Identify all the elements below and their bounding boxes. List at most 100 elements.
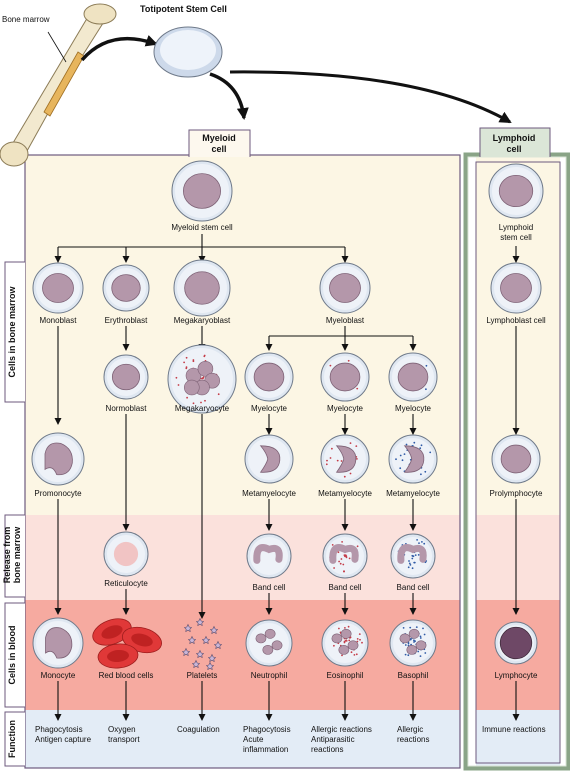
cell-basophil-granule [407, 642, 410, 645]
cell-megakaryoblast [173, 259, 231, 317]
cell-eosinophil-granule [344, 627, 346, 629]
cell-metamyelocyte-2-granule [325, 463, 328, 466]
cell-basophil-granule [404, 644, 407, 646]
band-release-lymphoid [476, 515, 560, 600]
bone-head-top [83, 3, 117, 25]
cell-basophil-granule [419, 655, 422, 657]
cell-monoblast-nucleus [42, 273, 74, 303]
cell-band-2-granule [339, 562, 342, 565]
band-function-myeloid [25, 710, 460, 768]
cell-monoblast [32, 262, 84, 314]
cell-band-3-granule [413, 561, 416, 564]
label-lymphocyte: Lymphocyte [494, 671, 538, 680]
platelet-5 [213, 640, 223, 650]
bone-marrow-pointer [47, 31, 67, 63]
cell-band-2-granule [356, 545, 359, 548]
cell-totipotent-stem [153, 26, 223, 78]
cell-basophil-lobe-1 [408, 628, 420, 639]
cell-metamyelocyte-3-granule [401, 459, 404, 462]
cell-metamyelocyte-2-granule [326, 459, 328, 462]
cell-megakaryocyte-lobe-4 [184, 379, 200, 396]
cell-metamyelocyte-3-granule [403, 453, 406, 455]
cell-band-2-granule [344, 555, 347, 557]
cell-metamyelocyte-3-granule [395, 458, 397, 461]
cell-band-3-nucleus [397, 544, 427, 564]
cell-eosinophil-granule [353, 654, 356, 656]
band-blood-myeloid [25, 600, 460, 710]
cell-myelocyte-2 [320, 352, 370, 402]
cell-myelocyte-2-granule [329, 364, 332, 367]
cell-basophil-cytoplasm [393, 623, 433, 663]
platelet-1 [195, 617, 205, 627]
cell-myelocyte-1-nucleus [253, 362, 285, 392]
cell-band-3-granule [421, 541, 423, 543]
cell-megakaryocyte-granule [185, 366, 188, 369]
cell-band-3-granule [417, 554, 420, 556]
cell-megakaryocyte-granule [175, 376, 178, 379]
row-label-release-from-bone-marrow: Release from bone marrow [2, 526, 22, 584]
platelet-6 [181, 647, 191, 657]
cell-myeloid-stem [171, 160, 233, 222]
function-eosinophil: Allergic reactions Antiparasitic reactio… [311, 725, 372, 754]
label-myelocyte-2: Myelocyte [326, 404, 364, 413]
cell-neutrophil-lobe-1 [264, 628, 276, 639]
cell-eosinophil-granule [350, 651, 353, 654]
lymphoid-tab [479, 127, 551, 157]
platelet-4 [201, 635, 211, 645]
cell-basophil-granule [424, 652, 427, 654]
label-basophil: Basophil [397, 671, 429, 680]
cell-basophil-granule [404, 653, 407, 656]
cell-eosinophil-granule [338, 627, 340, 630]
label-lymphoid-stem-cell: Lymphoid stem cell [498, 223, 534, 242]
cell-band-3 [390, 533, 436, 579]
label-reticulocyte: Reticulocyte [104, 579, 148, 588]
cell-eosinophil [321, 619, 369, 667]
cell-band-2-granule [337, 551, 340, 554]
cell-megakaryocyte-granule [202, 376, 205, 379]
cell-monocyte [32, 617, 84, 669]
cell-metamyelocyte-2-granule [355, 445, 358, 447]
cell-myelocyte-2-nucleus [329, 362, 361, 392]
cell-megakaryocyte-granule [192, 402, 195, 405]
cell-eosinophil-granule [355, 653, 358, 656]
cell-megakaryocyte-granule [192, 360, 195, 363]
cell-myelocyte-2-granule [356, 387, 359, 390]
cell-lymphoid-stem-nucleus [498, 174, 534, 208]
label-eosinophil: Eosinophil [326, 671, 364, 680]
cell-neutrophil-lobe-2 [271, 640, 283, 651]
cell-metamyelocyte-2-granule [329, 457, 332, 459]
cell-eosinophil-granule [347, 625, 350, 628]
cell-neutrophil-lobe-0 [255, 633, 267, 644]
cell-basophil-granule [419, 635, 422, 638]
label-prolymphocyte: Prolymphocyte [489, 489, 543, 498]
cell-myelocyte-3-nucleus [397, 362, 429, 392]
row-label-cells-in-bone-marrow: Cells in bone marrow [7, 286, 17, 378]
cell-promonocyte [31, 432, 85, 486]
row-tab-bone-marrow [4, 261, 25, 403]
bone-marrow-label: Bone marrow [2, 15, 50, 24]
cell-prolymphocyte [491, 434, 541, 484]
arrow-bone-to-stem [80, 35, 158, 62]
cell-neutrophil-cytoplasm [249, 623, 289, 663]
myeloid-cell-tab-label: Myeloid cell [202, 133, 236, 154]
cell-band-2-nucleus [329, 544, 359, 564]
cell-band-2-granule [348, 557, 351, 560]
cell-eosinophil-granule [358, 633, 361, 635]
cell-basophil-granule [409, 626, 412, 629]
cell-megakaryocyte-granule [186, 396, 189, 399]
cell-megakaryocyte-granule [203, 354, 206, 357]
label-band-cell-2: Band cell [328, 583, 362, 592]
cell-basophil-granule [423, 633, 426, 636]
cell-band-1 [246, 533, 292, 579]
totipotent-stem-cell-title: Totipotent Stem Cell [140, 4, 227, 14]
cell-red-blood-cells [92, 618, 162, 669]
cell-metamyelocyte-3-granule [424, 470, 427, 473]
cell-myeloid-stem-nucleus [182, 173, 221, 209]
label-monocyte: Monocyte [40, 671, 76, 680]
cell-basophil-granule [413, 639, 415, 642]
row-tab-function [4, 711, 25, 767]
label-metamyelocyte-3: Metamyelocyte [386, 489, 440, 498]
cell-megakaryocyte-granule [204, 399, 206, 402]
cell-band-3-granule [407, 566, 410, 569]
